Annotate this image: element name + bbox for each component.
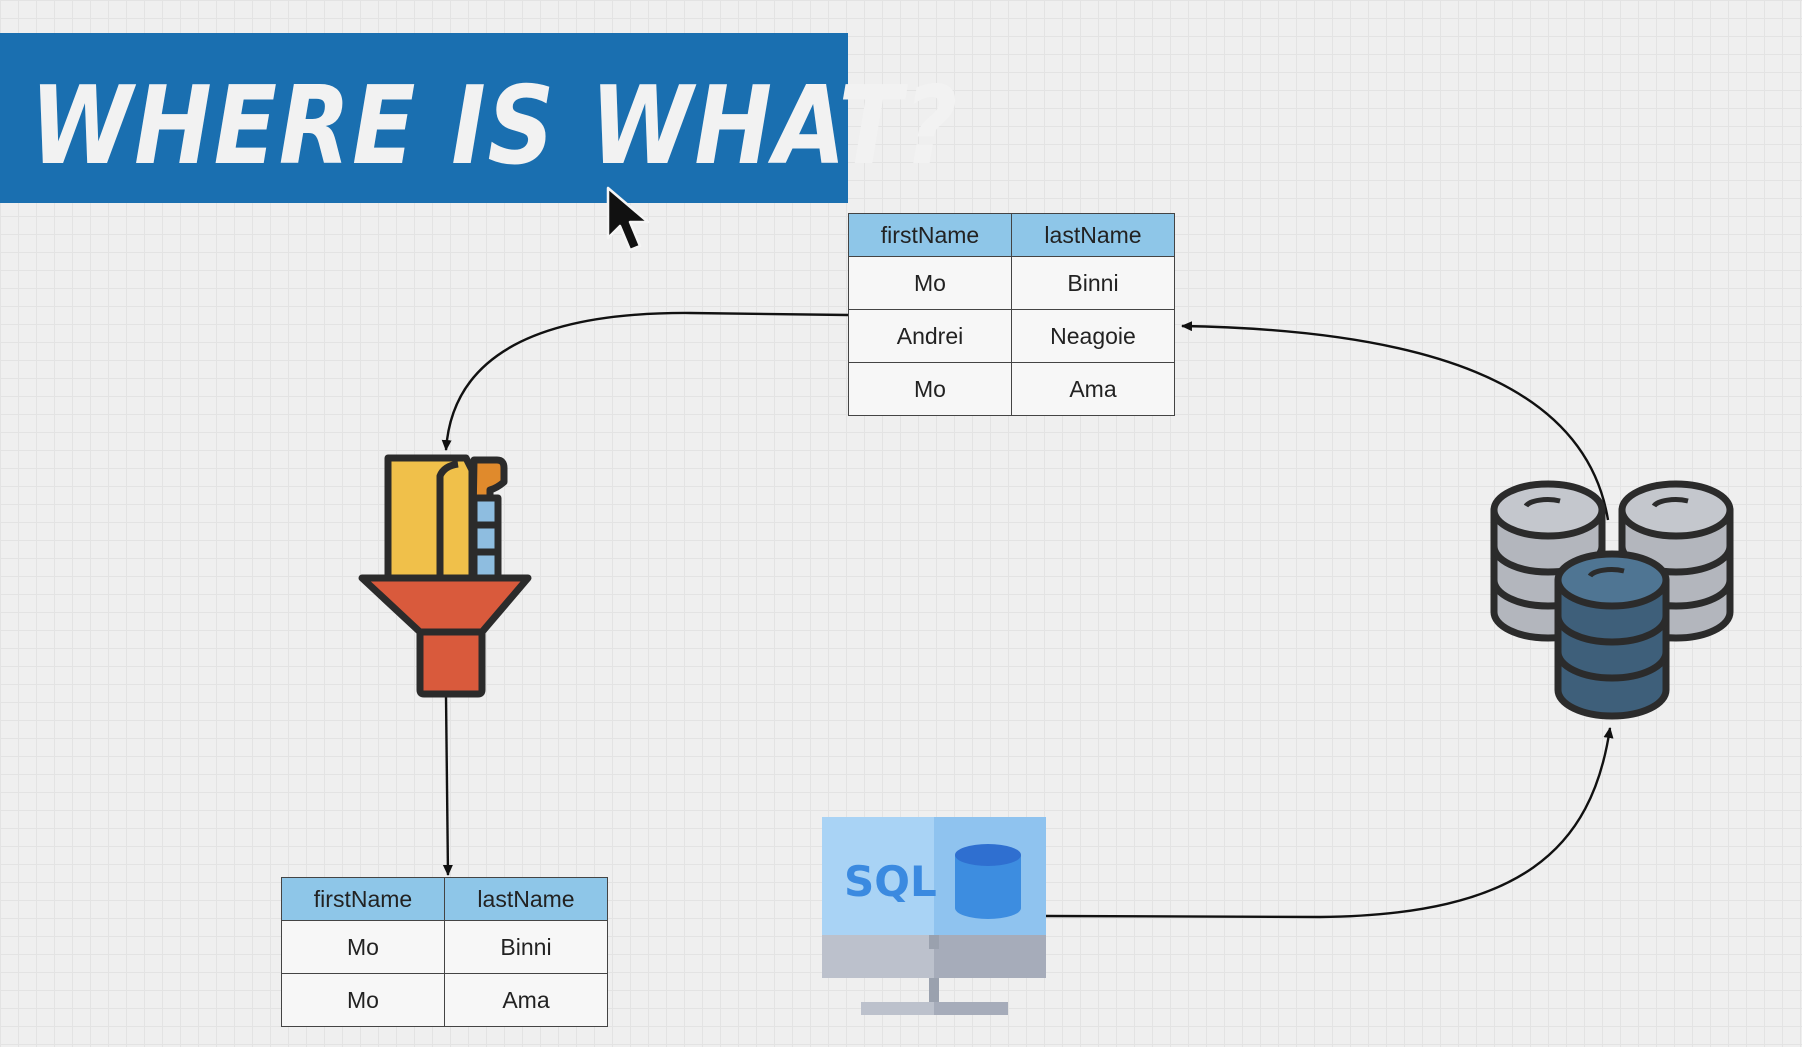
page-title: WHERE IS WHAT? [30, 64, 960, 189]
filtered-table: firstName lastName Mo Binni Mo Ama [281, 877, 608, 1027]
table-header-row: firstName lastName [281, 877, 608, 921]
table-cell: Mo [848, 256, 1012, 310]
table-cell: Andrei [848, 309, 1012, 363]
table-row: Mo Ama [848, 362, 1175, 416]
arrow-sql-to-database [1045, 727, 1614, 919]
table-cell: Ama [444, 973, 608, 1027]
arrow-funnel-to-table [442, 695, 453, 876]
table-cell: Mo [281, 920, 445, 974]
table-cell: Mo [848, 362, 1012, 416]
title-banner: WHERE IS WHAT? [0, 33, 957, 203]
arrow-table-to-funnel [441, 311, 849, 451]
table-cell: Binni [444, 920, 608, 974]
table-row: Andrei Neagoie [848, 309, 1175, 363]
column-header: firstName [848, 213, 1012, 257]
table-row: Mo Binni [848, 256, 1175, 310]
table-cell: Neagoie [1011, 309, 1175, 363]
column-header: lastName [444, 877, 608, 921]
column-header: lastName [1011, 213, 1175, 257]
table-cell: Mo [281, 973, 445, 1027]
table-cell: Ama [1011, 362, 1175, 416]
table-header-row: firstName lastName [848, 213, 1175, 257]
table-row: Mo Ama [281, 973, 608, 1027]
column-header: firstName [281, 877, 445, 921]
source-table: firstName lastName Mo Binni Andrei Neago… [848, 213, 1175, 416]
arrow-database-to-table [1181, 321, 1610, 521]
table-cell: Binni [1011, 256, 1175, 310]
table-row: Mo Binni [281, 920, 608, 974]
